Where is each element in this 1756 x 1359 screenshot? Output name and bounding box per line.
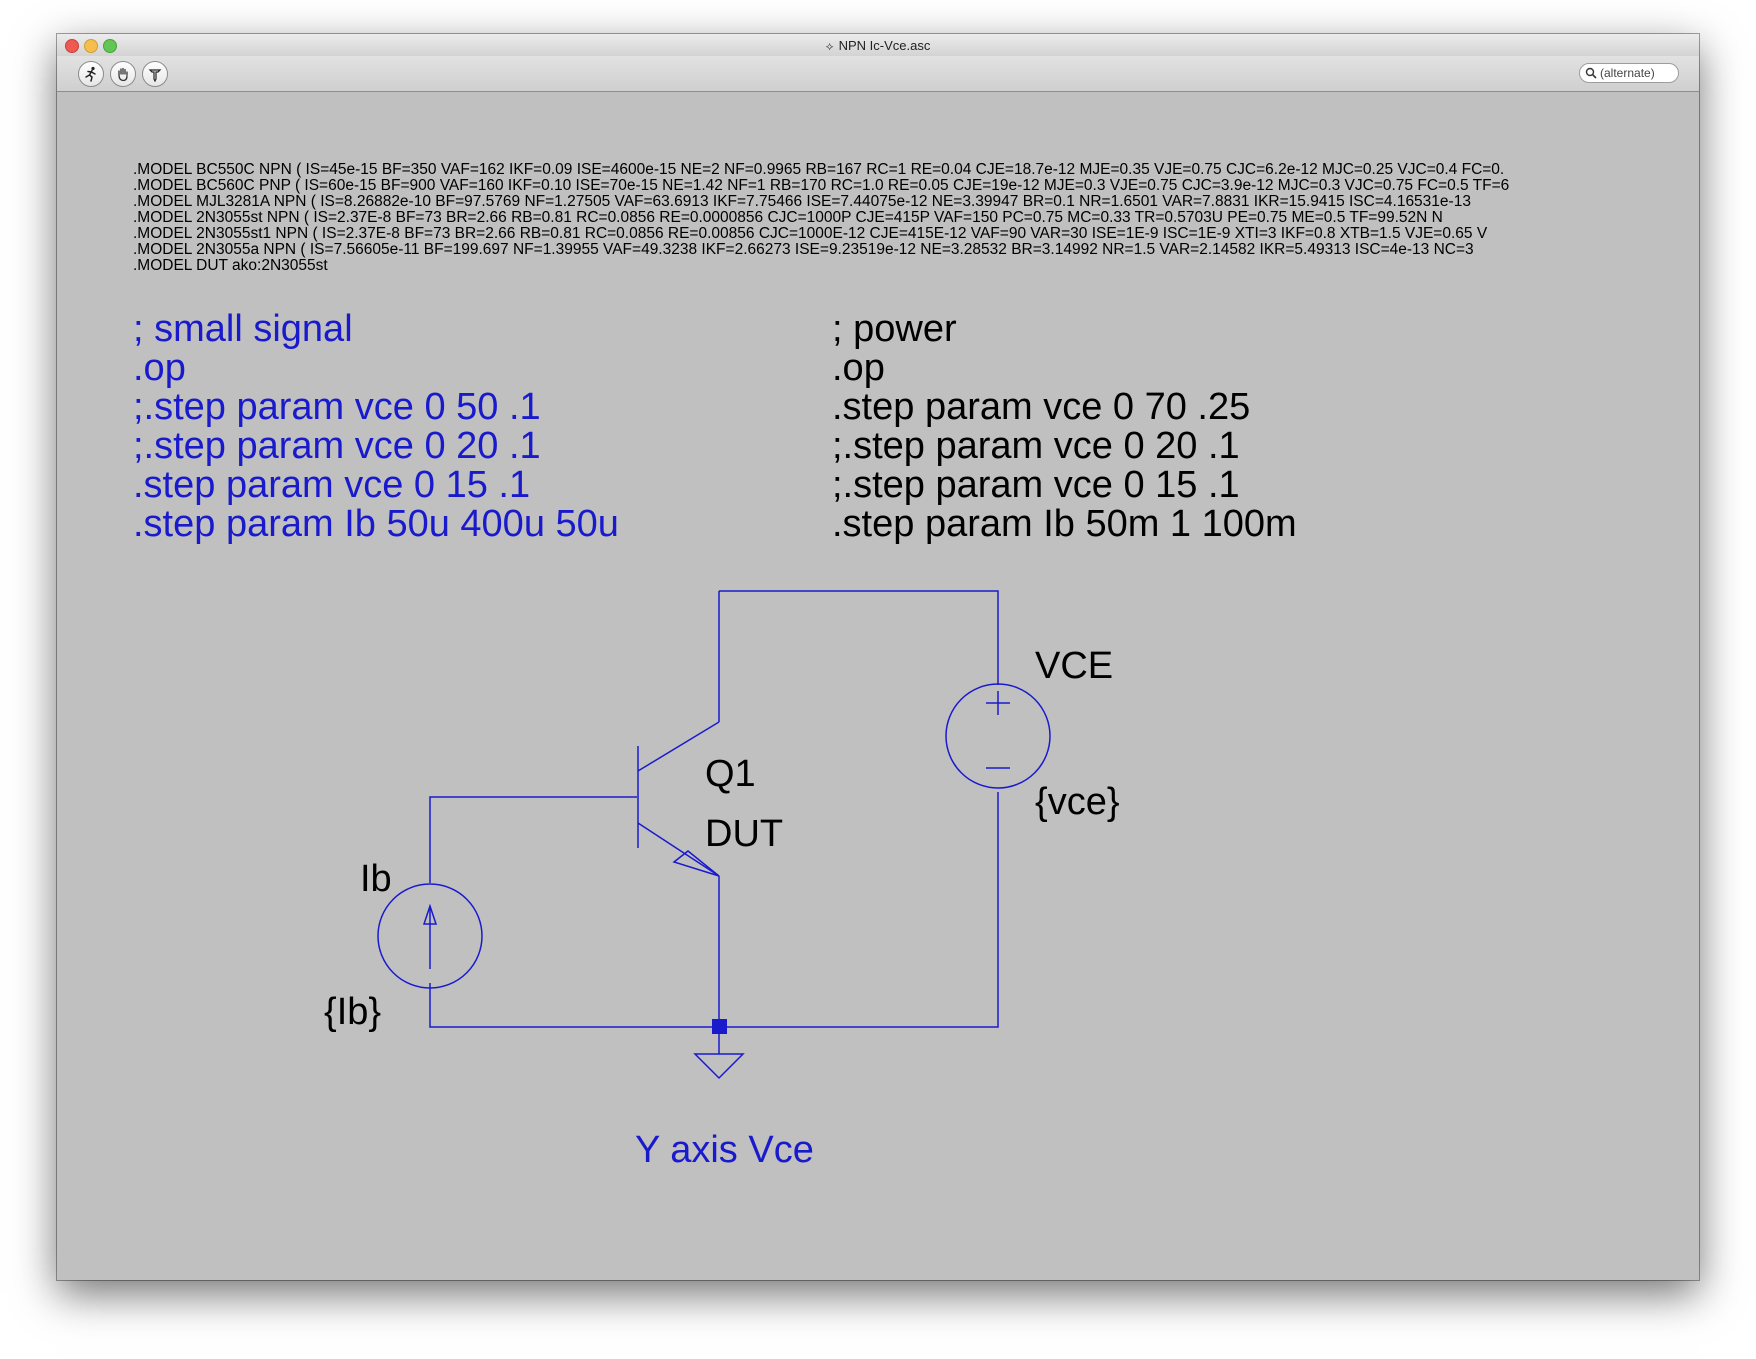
wire-vce-to-ground[interactable] — [719, 792, 999, 1028]
close-window-button[interactable] — [65, 39, 79, 53]
directive-line: .step param Ib 50u 400u 50u — [133, 503, 619, 545]
emitter-arrow-icon — [672, 850, 720, 877]
directive-line: .op — [133, 347, 186, 389]
wire-collector-to-vce[interactable] — [719, 590, 999, 685]
hand-icon — [118, 67, 128, 82]
vsource-ref[interactable]: VCE — [1035, 645, 1114, 687]
directive-line: ;.step param vce 0 20 .1 — [832, 425, 1240, 467]
power-directives[interactable]: ; power .op .step param vce 0 70 .25 ;.s… — [832, 310, 1297, 544]
model-definitions: .MODEL BC550C NPN ( IS=45e-15 BF=350 VAF… — [133, 162, 1699, 274]
wire-base[interactable] — [429, 796, 637, 883]
model-line: .MODEL 2N3055st NPN ( IS=2.37E-8 BF=73 B… — [133, 209, 1443, 226]
directive-line: ;.step param vce 0 50 .1 — [133, 386, 541, 428]
directive-line: ;.step param vce 0 20 .1 — [133, 425, 541, 467]
ltspice-window: ⟡ NPN Ic-Vce.asc (alternate) — [57, 34, 1699, 1280]
model-line: .MODEL 2N3055a NPN ( IS=7.56605e-11 BF=1… — [133, 241, 1474, 258]
model-line: .MODEL BC560C PNP ( IS=60e-15 BF=900 VAF… — [133, 177, 1510, 194]
transistor-model[interactable]: DUT — [705, 813, 784, 855]
probe-icon — [148, 69, 162, 82]
title-bar: ⟡ NPN Ic-Vce.asc — [57, 34, 1699, 57]
npn-transistor-symbol[interactable] — [637, 721, 720, 877]
vsource-value[interactable]: {vce} — [1035, 781, 1120, 823]
directive-line: ; small signal — [133, 308, 353, 350]
transistor-ref[interactable]: Q1 — [705, 753, 756, 795]
directive-line: .op — [832, 347, 885, 389]
minimize-window-button[interactable] — [84, 39, 98, 53]
model-line: .MODEL DUT ako:2N3055st — [133, 257, 328, 274]
wire-emitter-to-ib[interactable] — [429, 876, 720, 1028]
directive-line: .step param vce 0 15 .1 — [133, 464, 531, 506]
window-title-text: NPN Ic-Vce.asc — [838, 38, 931, 53]
model-line: .MODEL BC550C NPN ( IS=45e-15 BF=350 VAF… — [133, 162, 1505, 178]
comment-y-axis[interactable]: Y axis Vce — [635, 1129, 814, 1171]
model-line: .MODEL MJL3281A NPN ( IS=8.26882e-10 BF=… — [133, 193, 1471, 210]
search-icon — [1585, 67, 1597, 79]
window-title: ⟡ NPN Ic-Vce.asc — [57, 38, 1699, 54]
zoom-window-button[interactable] — [103, 39, 117, 53]
current-source-symbol[interactable] — [377, 883, 483, 989]
directive-line: .step param vce 0 70 .25 — [832, 386, 1251, 428]
voltage-source-symbol[interactable] — [945, 683, 1051, 789]
pan-button[interactable] — [110, 61, 136, 87]
emitter-lead — [637, 822, 720, 877]
schematic-canvas[interactable] — [57, 34, 1699, 1280]
isource-ref[interactable]: Ib — [360, 858, 392, 900]
model-line: .MODEL 2N3055st1 NPN ( IS=2.37E-8 BF=73 … — [133, 225, 1488, 242]
ground-icon — [693, 1053, 745, 1080]
directive-line: ;.step param vce 0 15 .1 — [832, 464, 1240, 506]
small-signal-directives[interactable]: ; small signal .op ;.step param vce 0 50… — [133, 310, 619, 544]
collector-lead — [637, 721, 720, 772]
search-placeholder: (alternate) — [1600, 66, 1655, 80]
run-button[interactable] — [78, 61, 104, 87]
ltspice-schematic-icon: ⟡ — [825, 39, 834, 53]
search-input[interactable]: (alternate) — [1579, 63, 1679, 83]
isource-value[interactable]: {Ib} — [324, 991, 382, 1033]
toolbar: (alternate) — [57, 56, 1699, 92]
ground-symbol[interactable] — [693, 1027, 745, 1080]
running-man-icon — [85, 66, 96, 82]
directive-line: .step param Ib 50m 1 100m — [832, 503, 1297, 545]
directive-line: ; power — [832, 308, 957, 350]
probe-button[interactable] — [142, 61, 168, 87]
node-junction[interactable] — [712, 1019, 727, 1034]
